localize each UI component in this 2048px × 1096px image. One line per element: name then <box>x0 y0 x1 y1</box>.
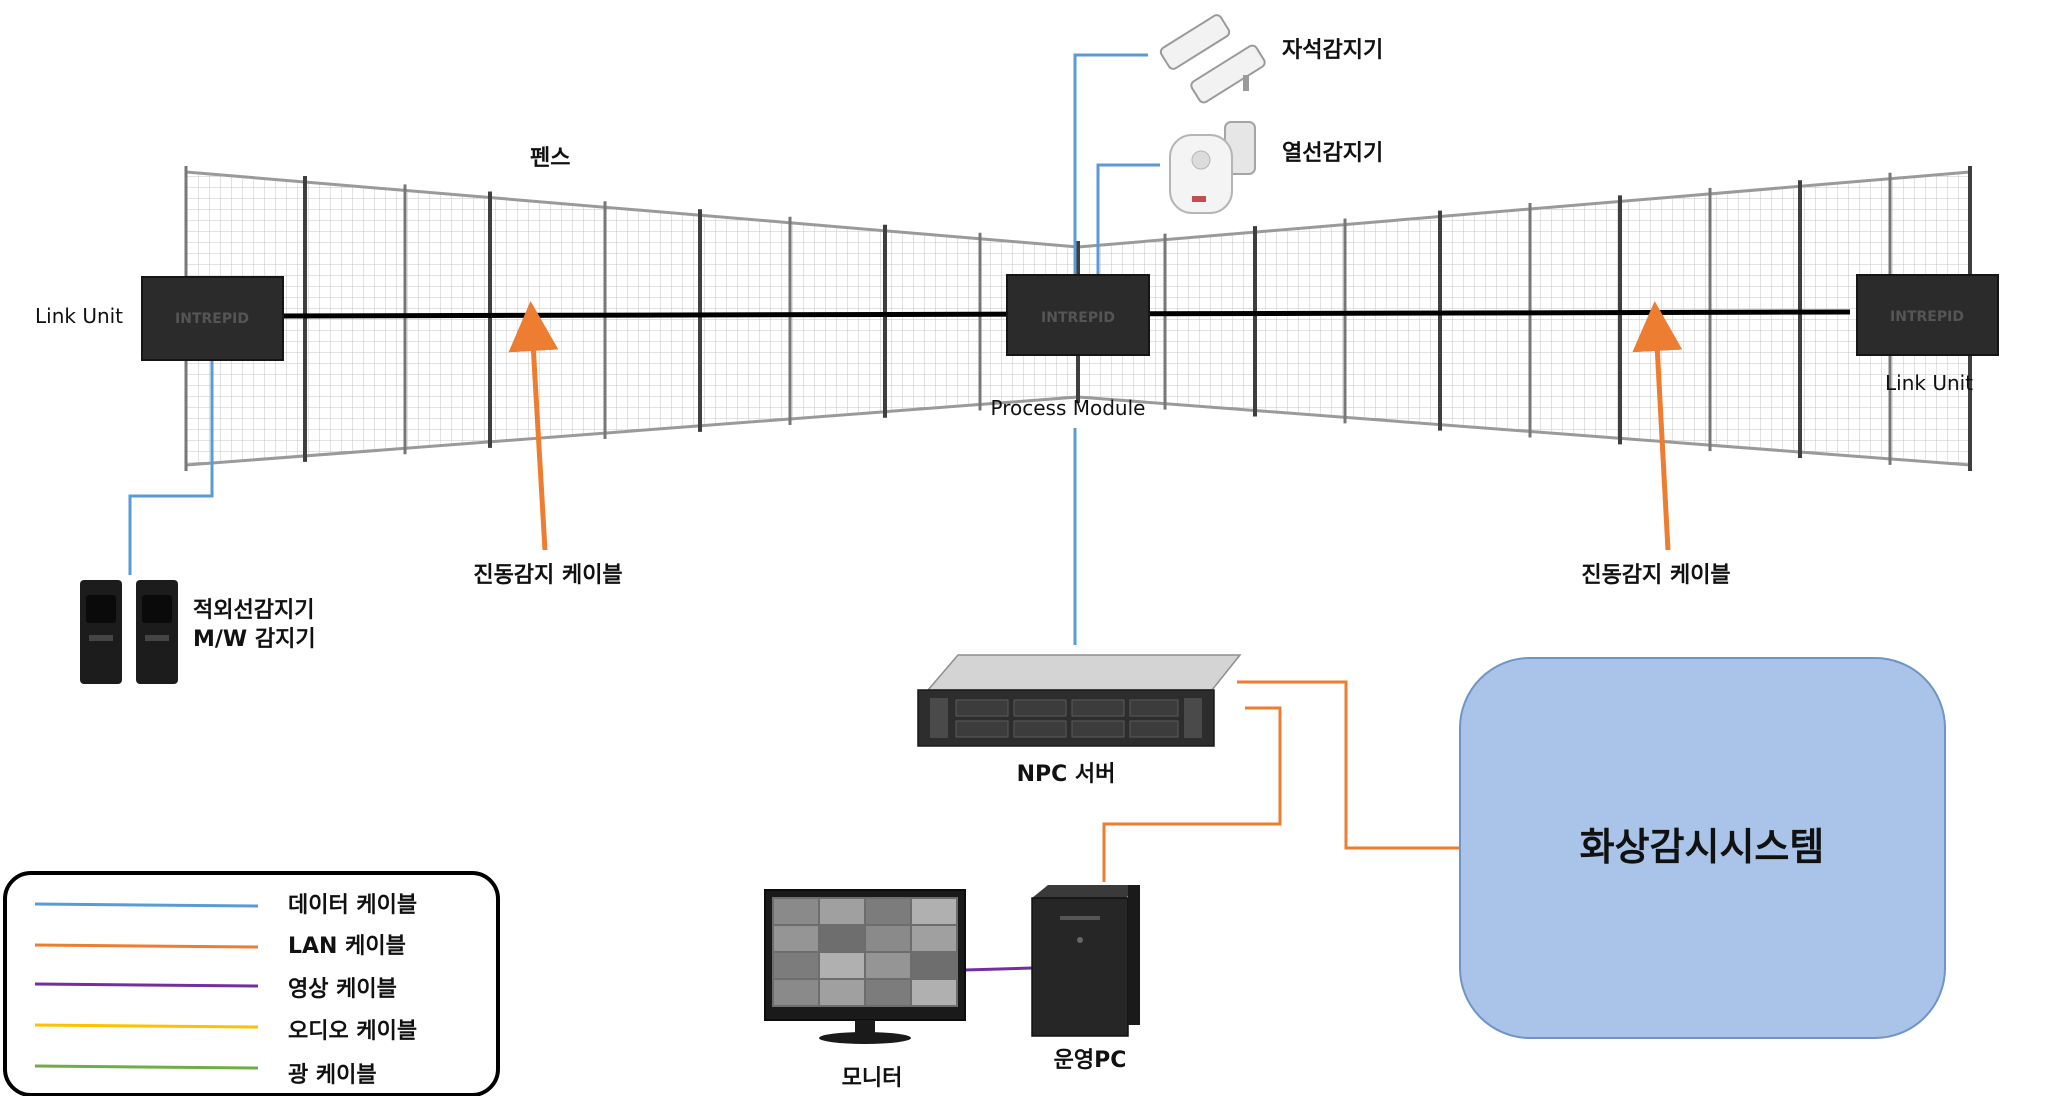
legend-swatch-audio <box>34 1023 259 1029</box>
legend-swatch-lan <box>34 943 259 949</box>
infrared-sensor-label-line2: M/W 감지기 <box>193 627 316 652</box>
legend-item-4: 광 케이블 <box>34 1063 377 1088</box>
legend-swatch-optical <box>34 1064 259 1070</box>
monitor-camera-tile <box>774 953 818 978</box>
video-cable-monitor-pc <box>964 966 1033 972</box>
legend: 데이터 케이블 LAN 케이블 영상 케이블 오디오 케이블 광 케이블 <box>3 871 500 1096</box>
vibration-arrow-left <box>508 301 559 551</box>
monitor-icon <box>764 889 966 1044</box>
link-unit-right: INTREPID <box>1856 274 1999 356</box>
monitor-camera-tile <box>866 926 910 951</box>
operation-pc-icon <box>1031 885 1140 1037</box>
monitor-camera-tile <box>820 899 864 924</box>
infrared-sensor-label-line1: 적외선감지기 <box>193 598 314 623</box>
legend-label-lan: LAN 케이블 <box>288 934 406 959</box>
vibration-arrow-right <box>1632 301 1683 551</box>
process-module: INTREPID <box>1006 274 1150 356</box>
link-unit-left-label: Link Unit <box>35 304 123 328</box>
process-module-brand: INTREPID <box>1041 310 1115 326</box>
monitor-camera-tile <box>774 926 818 951</box>
lan-cables <box>1102 680 1460 882</box>
data-cable-magnetic <box>1073 53 1148 275</box>
legend-label-audio: 오디오 케이블 <box>288 1019 417 1044</box>
legend-box <box>3 871 500 1096</box>
legend-item-3: 오디오 케이블 <box>34 1019 417 1044</box>
monitor-camera-tile <box>774 899 818 924</box>
magnetic-sensor-label: 자석감지기 <box>1282 38 1383 63</box>
process-module-label: Process Module <box>991 396 1146 420</box>
fence-left-panel <box>186 172 1078 465</box>
operation-pc-label: 운영PC <box>1054 1048 1127 1073</box>
link-unit-right-label: Link Unit <box>1885 371 1973 395</box>
magnetic-sensor-icon <box>1159 14 1266 104</box>
legend-item-2: 영상 케이블 <box>34 977 397 1002</box>
fence <box>184 166 1972 471</box>
legend-item-0: 데이터 케이블 <box>34 893 417 918</box>
npc-server-label: NPC 서버 <box>1017 762 1116 787</box>
fence-right-panel <box>1078 172 1970 465</box>
cctv-system-label: 화상감시시스템 <box>1580 825 1825 869</box>
process-module-box <box>1006 274 1150 356</box>
fence-label: 펜스 <box>530 146 570 171</box>
link-unit-left-brand: INTREPID <box>175 311 249 327</box>
monitor-camera-tile <box>866 899 910 924</box>
legend-swatch-video <box>34 982 259 988</box>
legend-label-optical: 광 케이블 <box>288 1063 377 1088</box>
vibration-cable-left-label: 진동감지 케이블 <box>473 563 622 588</box>
link-unit-left-box <box>141 276 284 361</box>
pir-sensor-icon <box>1169 121 1256 214</box>
fence-posts <box>184 166 1972 471</box>
lan-cable-pc <box>1102 706 1282 882</box>
data-cable-pir <box>1096 163 1160 275</box>
monitor-camera-tile <box>912 926 956 951</box>
monitor-camera-tile <box>820 980 864 1005</box>
monitor-camera-tile <box>912 980 956 1005</box>
lan-cable-cctv <box>1237 680 1460 850</box>
data-cable-infrared <box>128 360 214 575</box>
vibration-cable-right-label: 진동감지 케이블 <box>1581 563 1730 588</box>
monitor-camera-tile <box>912 953 956 978</box>
monitor-camera-grid <box>774 899 956 1005</box>
cctv-system-box <box>1459 657 1946 1039</box>
npc-server-icon <box>917 654 1242 747</box>
legend-swatch-data <box>34 902 259 908</box>
monitor-camera-tile <box>866 980 910 1005</box>
legend-label-video: 영상 케이블 <box>288 977 397 1002</box>
link-unit-right-brand: INTREPID <box>1890 309 1964 325</box>
infrared-sensor-icon <box>80 580 178 684</box>
monitor-camera-tile <box>774 980 818 1005</box>
monitor-camera-tile <box>866 953 910 978</box>
monitor-label: 모니터 <box>842 1066 903 1091</box>
monitor-camera-tile <box>820 953 864 978</box>
link-unit-left: INTREPID <box>141 276 284 361</box>
monitor-camera-tile <box>820 926 864 951</box>
link-unit-right-box <box>1856 274 1999 356</box>
monitor-camera-tile <box>912 899 956 924</box>
legend-item-1: LAN 케이블 <box>34 934 406 959</box>
pir-sensor-label: 열선감지기 <box>1282 141 1383 166</box>
data-cables <box>128 53 1160 645</box>
legend-label-data: 데이터 케이블 <box>288 893 417 918</box>
